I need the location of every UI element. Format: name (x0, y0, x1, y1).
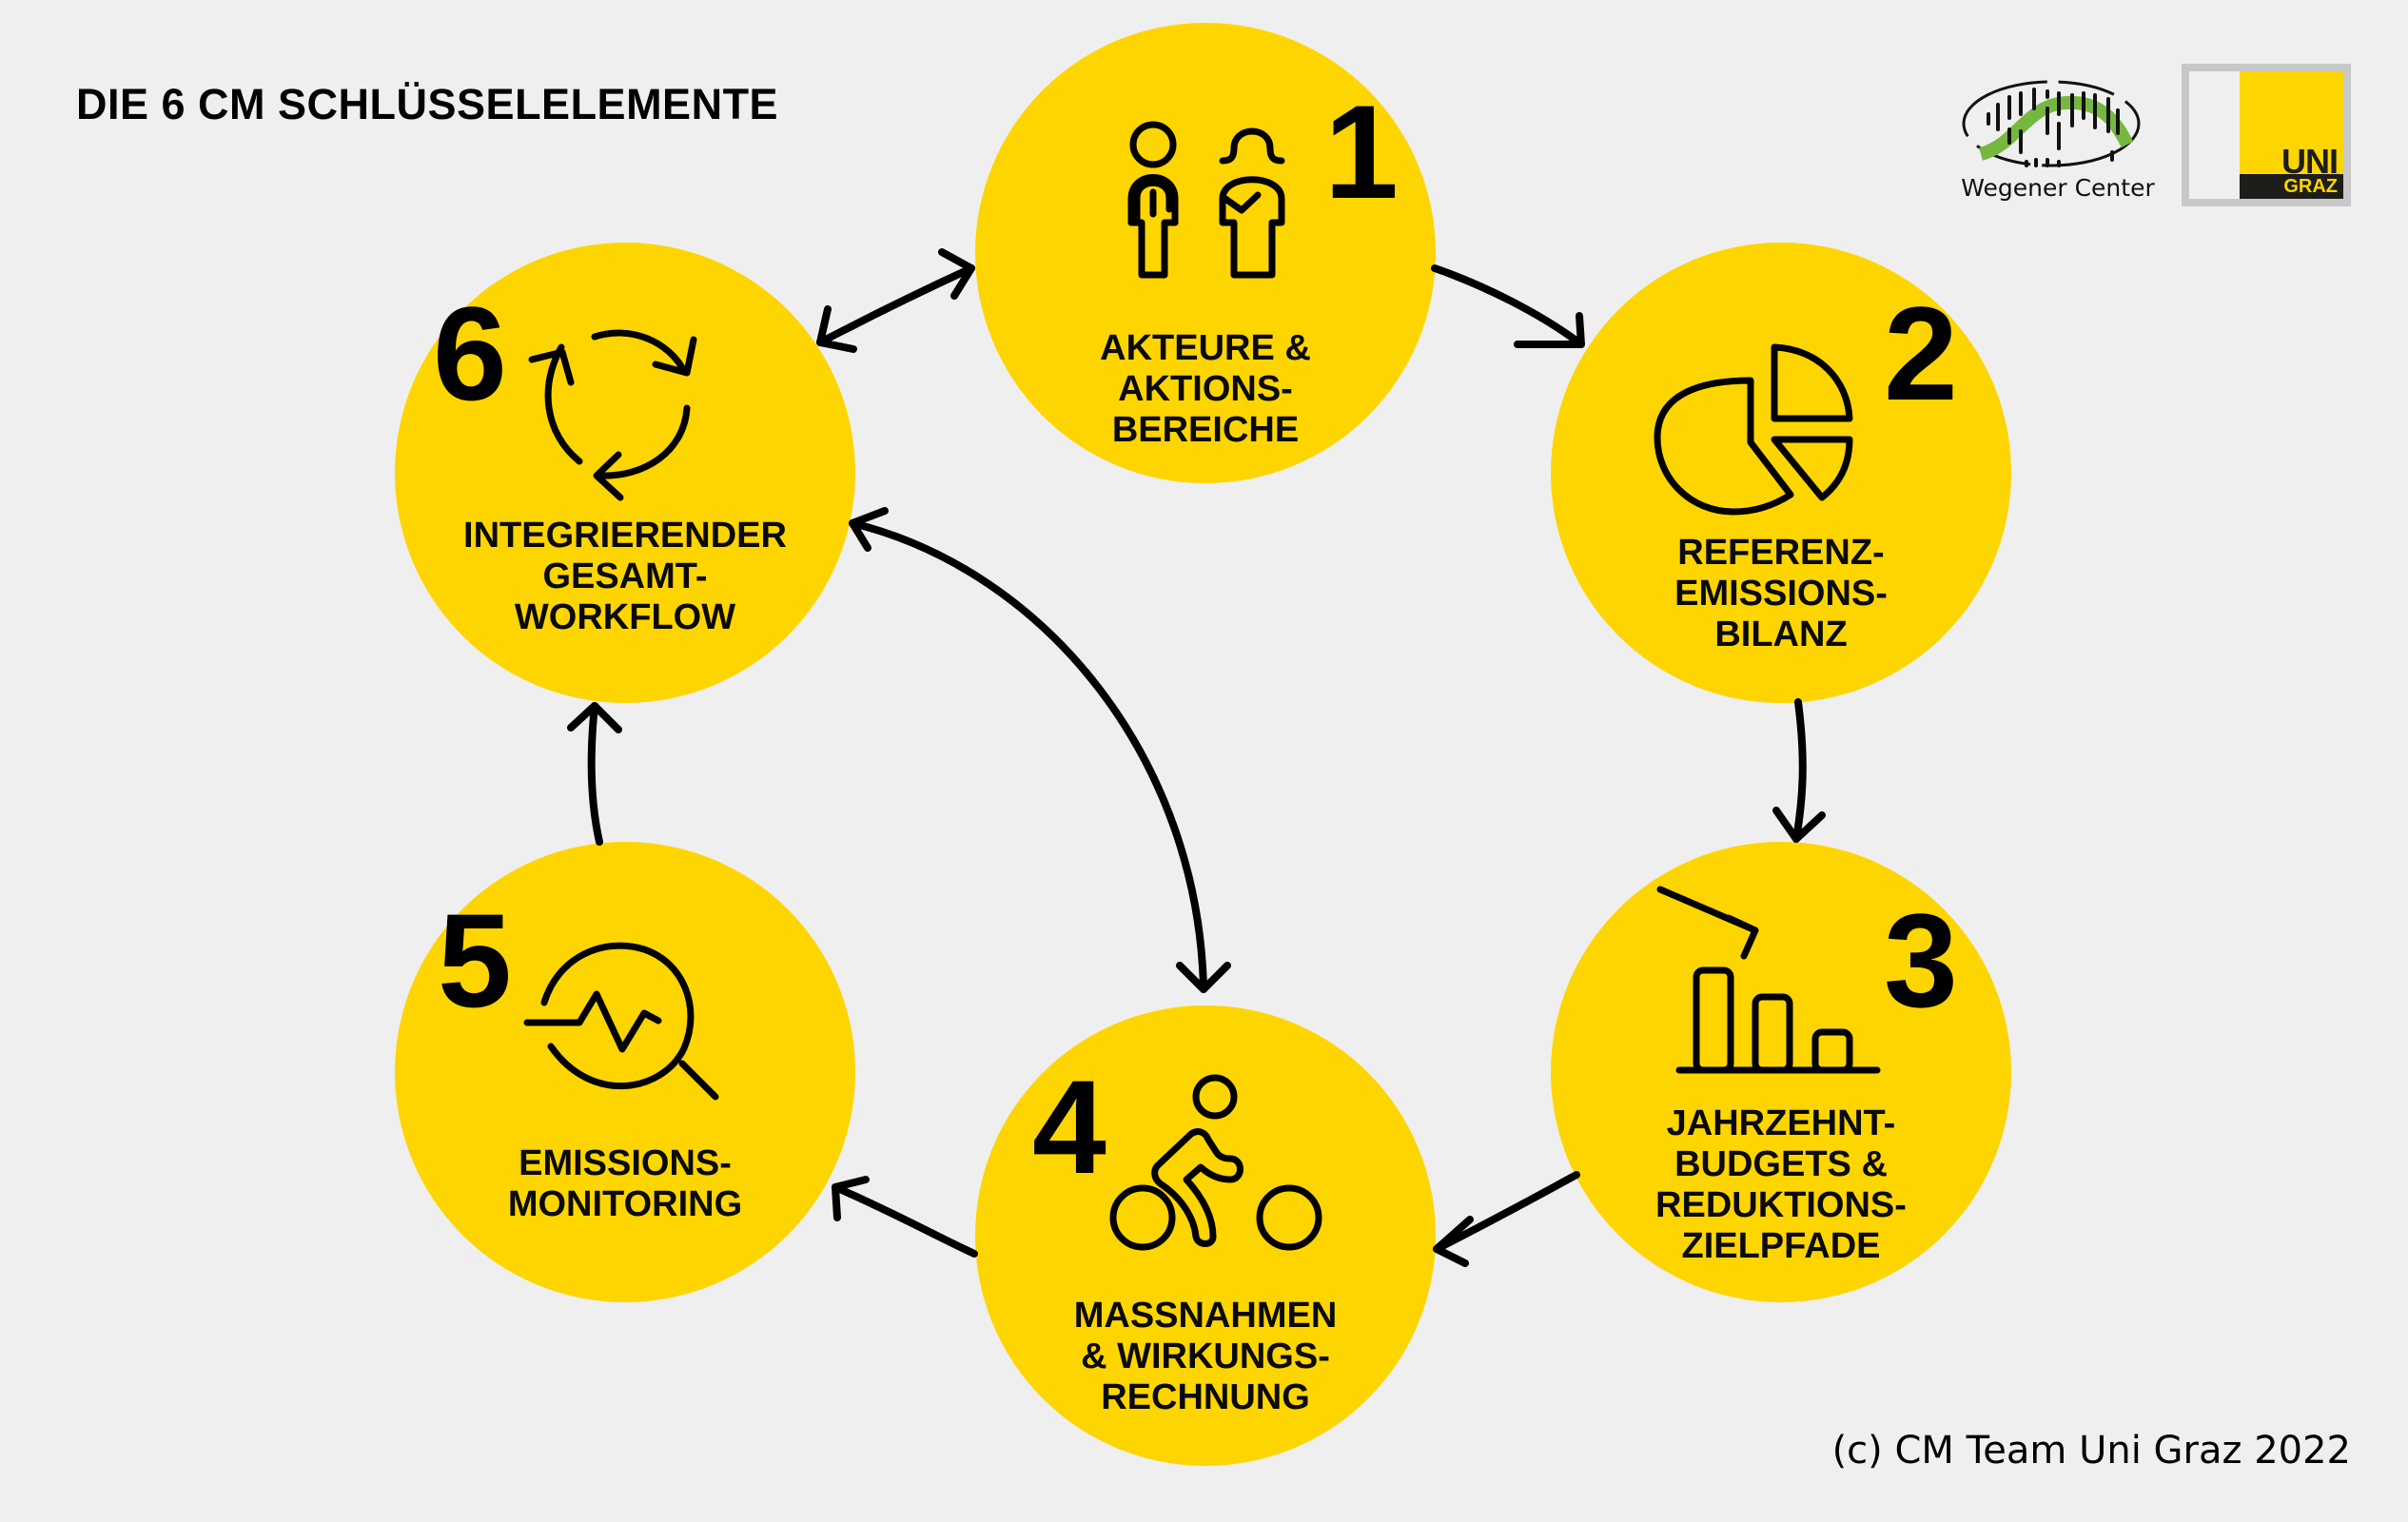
edge-line (587, 702, 603, 846)
node-label-1: AKTEURE &AKTIONS-BEREICHE (1025, 328, 1386, 451)
arrowhead-icon (1176, 962, 1231, 993)
copyright-notice: (c) CM Team Uni Graz 2022 (1831, 1429, 2351, 1473)
decreasing-bar-chart-icon (1656, 886, 1881, 1074)
node-circle-1 (975, 23, 1436, 483)
node-label-line: MONITORING (507, 1184, 743, 1224)
edge-6-to-1 (816, 248, 975, 353)
node-number-2: 2 (1884, 279, 1958, 428)
node-circle-5 (395, 842, 855, 1302)
node-label-line: EMISSIONS- (1674, 574, 1888, 614)
node-number-5: 5 (438, 886, 512, 1035)
node-label-line: BEREICHE (1111, 410, 1300, 450)
uni-graz-logo-panel (2189, 71, 2240, 199)
node-number-6: 6 (433, 279, 507, 428)
node-label-line: BILANZ (1714, 615, 1848, 654)
node-number-4: 4 (1032, 1052, 1106, 1201)
node-label-line: EMISSIONS- (519, 1143, 732, 1183)
wegener-center-name: Wegener Center (1961, 174, 2155, 202)
arrowhead-icon (1514, 312, 1585, 348)
uni-graz-logo: UNI GRAZ (2182, 64, 2351, 206)
edge-5-to-6 (567, 702, 622, 846)
cycle-arrows-icon (528, 329, 697, 501)
node-label-3: JAHRZEHNT-BUDGETS &REDUKTIONS-ZIELPFADE (1600, 1103, 1962, 1267)
node-label-line: GESAMT- (542, 556, 708, 596)
node-label-line: INTEGRIERENDER (463, 516, 787, 556)
arrowhead-icon (1772, 807, 1826, 843)
arrowhead-icon (1433, 1216, 1474, 1267)
edge-2-to-3 (1772, 698, 1826, 843)
edge-1-to-2 (1431, 264, 1585, 348)
arrowhead-icon (816, 305, 857, 353)
node-label-line: AKTIONS- (1118, 369, 1293, 409)
node-label-line: AKTEURE & (1100, 328, 1311, 368)
node-label-line: & WIRKUNGS- (1081, 1337, 1330, 1376)
arrowhead-icon (849, 507, 889, 552)
node-label-line: REDUKTIONS- (1655, 1185, 1907, 1225)
edge-line (1433, 1171, 1580, 1253)
edge-line (1431, 264, 1585, 348)
monitoring-magnifier-icon (523, 942, 719, 1101)
arrowhead-icon (938, 248, 975, 300)
edge-4-to-5 (832, 1176, 978, 1258)
node-label-line: REFERENZ- (1677, 533, 1885, 573)
node-label-2: REFERENZ-EMISSIONS-BILANZ (1600, 533, 1962, 655)
node-label-line: JAHRZEHNT- (1666, 1103, 1896, 1143)
arrowhead-icon (832, 1176, 870, 1221)
node-label-line: MASSNAHMEN (1073, 1296, 1338, 1336)
page-title: DIE 6 CM SCHLÜSSELELEMENTE (76, 80, 779, 128)
edge-line (832, 1183, 978, 1258)
node-label-line: BUDGETS & (1674, 1144, 1888, 1184)
edge-line (1792, 698, 1807, 843)
uni-graz-logo-graz: GRAZ (2283, 176, 2338, 197)
uni-graz-logo-uni: UNI (2281, 142, 2339, 181)
uni-graz-logo-bar (2240, 174, 2343, 199)
node-label-5: EMISSIONS-MONITORING (444, 1143, 806, 1225)
wegener-center-logo (1962, 80, 2141, 167)
cyclist-icon (1109, 1074, 1322, 1251)
arrowhead-icon (567, 702, 622, 733)
node-label-line: ZIELPFADE (1681, 1226, 1881, 1266)
edge-3-to-4 (1433, 1171, 1580, 1267)
people-icon (1131, 121, 1285, 275)
node-number-3: 3 (1884, 886, 1958, 1035)
pie-chart-icon (1654, 343, 1853, 516)
node-circle-2 (1551, 243, 2011, 703)
node-circle-4 (975, 1005, 1436, 1466)
edge-6-to-4 (849, 507, 1231, 993)
node-label-line: WORKFLOW (514, 597, 736, 637)
edge-line (816, 264, 975, 346)
edge-line (849, 519, 1207, 993)
node-label-4: MASSNAHMEN& WIRKUNGS-RECHNUNG (1025, 1296, 1386, 1418)
node-label-line: RECHNUNG (1101, 1377, 1310, 1417)
node-number-1: 1 (1324, 77, 1399, 226)
